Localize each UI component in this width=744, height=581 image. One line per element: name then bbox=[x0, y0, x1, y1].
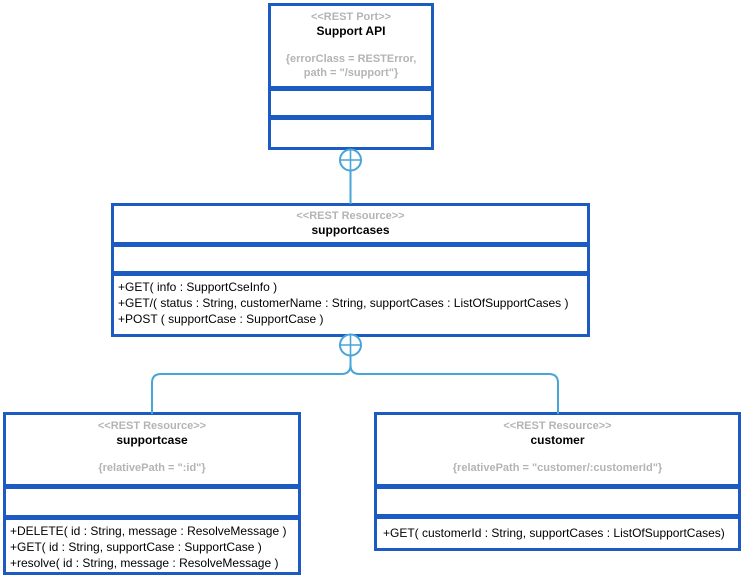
stereotype-label: <<REST Resource>> bbox=[503, 420, 612, 432]
attributes-compartment bbox=[3, 486, 301, 518]
operation-label: +GET( info : SupportCseInfo ) bbox=[118, 280, 278, 294]
class-name-label: supportcase bbox=[116, 433, 188, 447]
uml-class-support-api[interactable]: <<REST Port>> Support API {errorClass = … bbox=[268, 3, 434, 150]
class-name-label: supportcases bbox=[311, 223, 390, 237]
stereotype-label: <<REST Port>> bbox=[310, 11, 392, 23]
stereotype-label: <<REST Resource>> bbox=[296, 210, 405, 222]
operations-compartment: +GET( customerId : String, supportCases … bbox=[374, 516, 741, 551]
containment-connector-top[interactable] bbox=[339, 148, 362, 205]
header-compartment: <<REST Port>> Support API {errorClass = … bbox=[268, 3, 434, 89]
uml-class-supportcases[interactable]: <<REST Resource>> supportcases +GET( inf… bbox=[111, 203, 590, 337]
uml-class-supportcase[interactable]: <<REST Resource>> supportcase {relativeP… bbox=[3, 412, 301, 575]
operations-compartment: +GET( info : SupportCseInfo ) +GET/( sta… bbox=[111, 273, 590, 337]
operations-compartment bbox=[268, 117, 434, 150]
uml-class-customer[interactable]: <<REST Resource>> customer {relativePath… bbox=[374, 412, 741, 551]
properties-label: path = "/support"} bbox=[303, 67, 399, 79]
operation-label: +resolve( id : String, message : Resolve… bbox=[10, 556, 279, 570]
circle-plus-icon bbox=[339, 148, 362, 172]
circle-plus-icon bbox=[339, 333, 362, 357]
properties-label: {errorClass = RESTError, bbox=[285, 53, 417, 65]
operation-label: +GET( customerId : String, supportCases … bbox=[383, 526, 725, 540]
header-compartment: <<REST Resource>> customer {relativePath… bbox=[374, 412, 741, 487]
header-compartment: <<REST Resource>> supportcases bbox=[111, 203, 590, 245]
attributes-compartment bbox=[268, 88, 434, 118]
class-name-label: Support API bbox=[316, 24, 386, 38]
class-name-label: customer bbox=[530, 433, 585, 447]
operation-label: +POST ( supportCase : SupportCase ) bbox=[118, 312, 324, 326]
operation-label: +GET/( status : String, customerName : S… bbox=[118, 296, 569, 310]
operation-label: +GET( id : String, supportCase : Support… bbox=[10, 540, 262, 554]
operations-compartment: +DELETE( id : String, message : ResolveM… bbox=[3, 517, 301, 575]
attributes-compartment bbox=[374, 486, 741, 517]
header-compartment: <<REST Resource>> supportcase {relativeP… bbox=[3, 412, 301, 487]
properties-label: {relativePath = "customer/:customerId"} bbox=[452, 462, 663, 474]
stereotype-label: <<REST Resource>> bbox=[97, 420, 207, 432]
properties-label: {relativePath = ":id"} bbox=[98, 462, 206, 474]
operation-label: +DELETE( id : String, message : ResolveM… bbox=[10, 524, 287, 538]
attributes-compartment bbox=[111, 244, 590, 274]
containment-tree-connector[interactable] bbox=[151, 333, 559, 415]
